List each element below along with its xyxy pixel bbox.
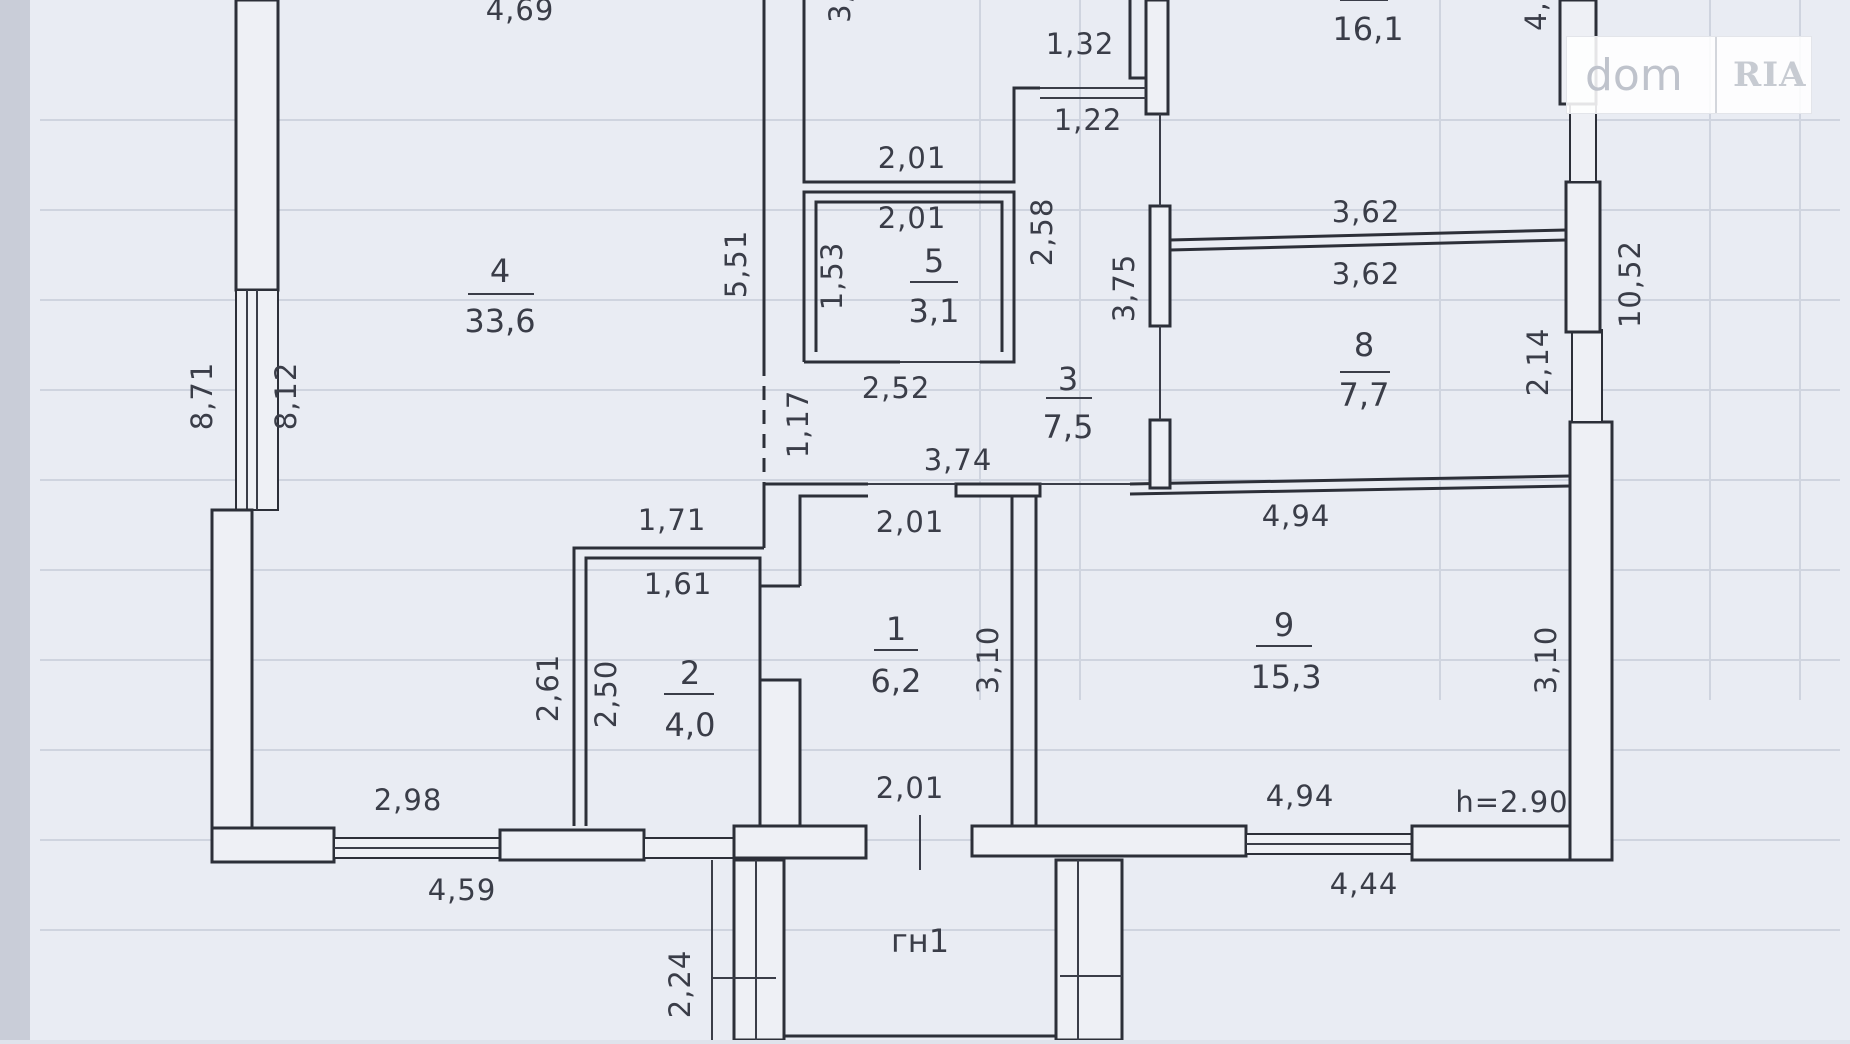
dim-201-b: 2,01 (878, 201, 947, 235)
dim-161: 1,61 (644, 567, 713, 601)
dim-494-a: 4,94 (1262, 499, 1331, 533)
dim-459: 4,59 (428, 873, 497, 907)
porch-label: гн1 (891, 922, 949, 960)
dim-117: 1,17 (781, 390, 815, 459)
watermark-logo: dom RIA (1566, 36, 1812, 114)
room-2-number: 2 (680, 654, 700, 692)
room-top-right-area: 16,1 (1332, 10, 1403, 48)
room-3-area: 7,5 (1043, 408, 1094, 446)
room-labels: 4 33,6 5 3,1 3 7,5 8 7,7 16,1 9 15,3 1 6… (464, 10, 1403, 960)
dimension-labels: 4,69 3, 1,32 1,22 2,01 2,01 1,53 2,58 5,… (185, 0, 1647, 1018)
dim-444: 4,44 (1330, 867, 1399, 901)
room-1-number: 1 (886, 610, 906, 648)
dim-201-c: 2,01 (876, 505, 945, 539)
dim-201-a: 2,01 (878, 141, 947, 175)
dim-261: 2,61 (531, 654, 565, 723)
room-1-area: 6,2 (871, 662, 922, 700)
dim-132: 1,32 (1046, 27, 1115, 61)
dim-214: 2,14 (1521, 328, 1555, 397)
room-4-area: 33,6 (464, 302, 535, 340)
dim-252: 2,52 (862, 371, 931, 405)
room-5-area: 3,1 (909, 292, 960, 330)
dim-201-d: 2,01 (876, 771, 945, 805)
watermark-divider (1715, 37, 1717, 113)
dim-362-a: 3,62 (1332, 195, 1401, 229)
dim-1052: 10,52 (1613, 240, 1647, 328)
watermark-brand-ria: RIA (1733, 55, 1807, 95)
dim-224: 2,24 (663, 950, 697, 1019)
room-9-area: 15,3 (1250, 658, 1321, 696)
dim-258: 2,58 (1025, 198, 1059, 267)
dim-494-b: 4,94 (1266, 779, 1335, 813)
dim-122: 1,22 (1054, 103, 1123, 137)
dim-153: 1,53 (815, 242, 849, 311)
room-2-area: 4,0 (665, 706, 716, 744)
dim-171: 1,71 (638, 503, 707, 537)
dim-310-b: 3,10 (1529, 626, 1563, 695)
dim-375: 3,75 (1107, 254, 1141, 323)
room-3-number: 3 (1058, 360, 1078, 398)
room-9-number: 9 (1274, 606, 1294, 644)
dim-812: 8,12 (269, 362, 303, 431)
dim-top-3: 3, (823, 0, 857, 23)
ceiling-height: h=2.90 (1455, 785, 1568, 819)
watermark-brand: dom (1585, 49, 1683, 101)
dim-551: 5,51 (719, 230, 753, 299)
room-8-number: 8 (1354, 326, 1374, 364)
dim-374: 3,74 (924, 443, 993, 477)
walls (210, 0, 1614, 1042)
room-4-number: 4 (490, 252, 510, 290)
room-8-area: 7,7 (1339, 376, 1390, 414)
dim-310-a: 3,10 (971, 626, 1005, 695)
dim-4: 4, (1519, 1, 1553, 31)
dim-250: 2,50 (589, 660, 623, 729)
dim-871: 8,71 (185, 362, 219, 431)
room-5-number: 5 (924, 242, 944, 280)
dim-top-469: 4,69 (486, 0, 555, 27)
dim-298: 2,98 (374, 783, 443, 817)
dim-362-b: 3,62 (1332, 257, 1401, 291)
background-grid (40, 0, 1840, 931)
